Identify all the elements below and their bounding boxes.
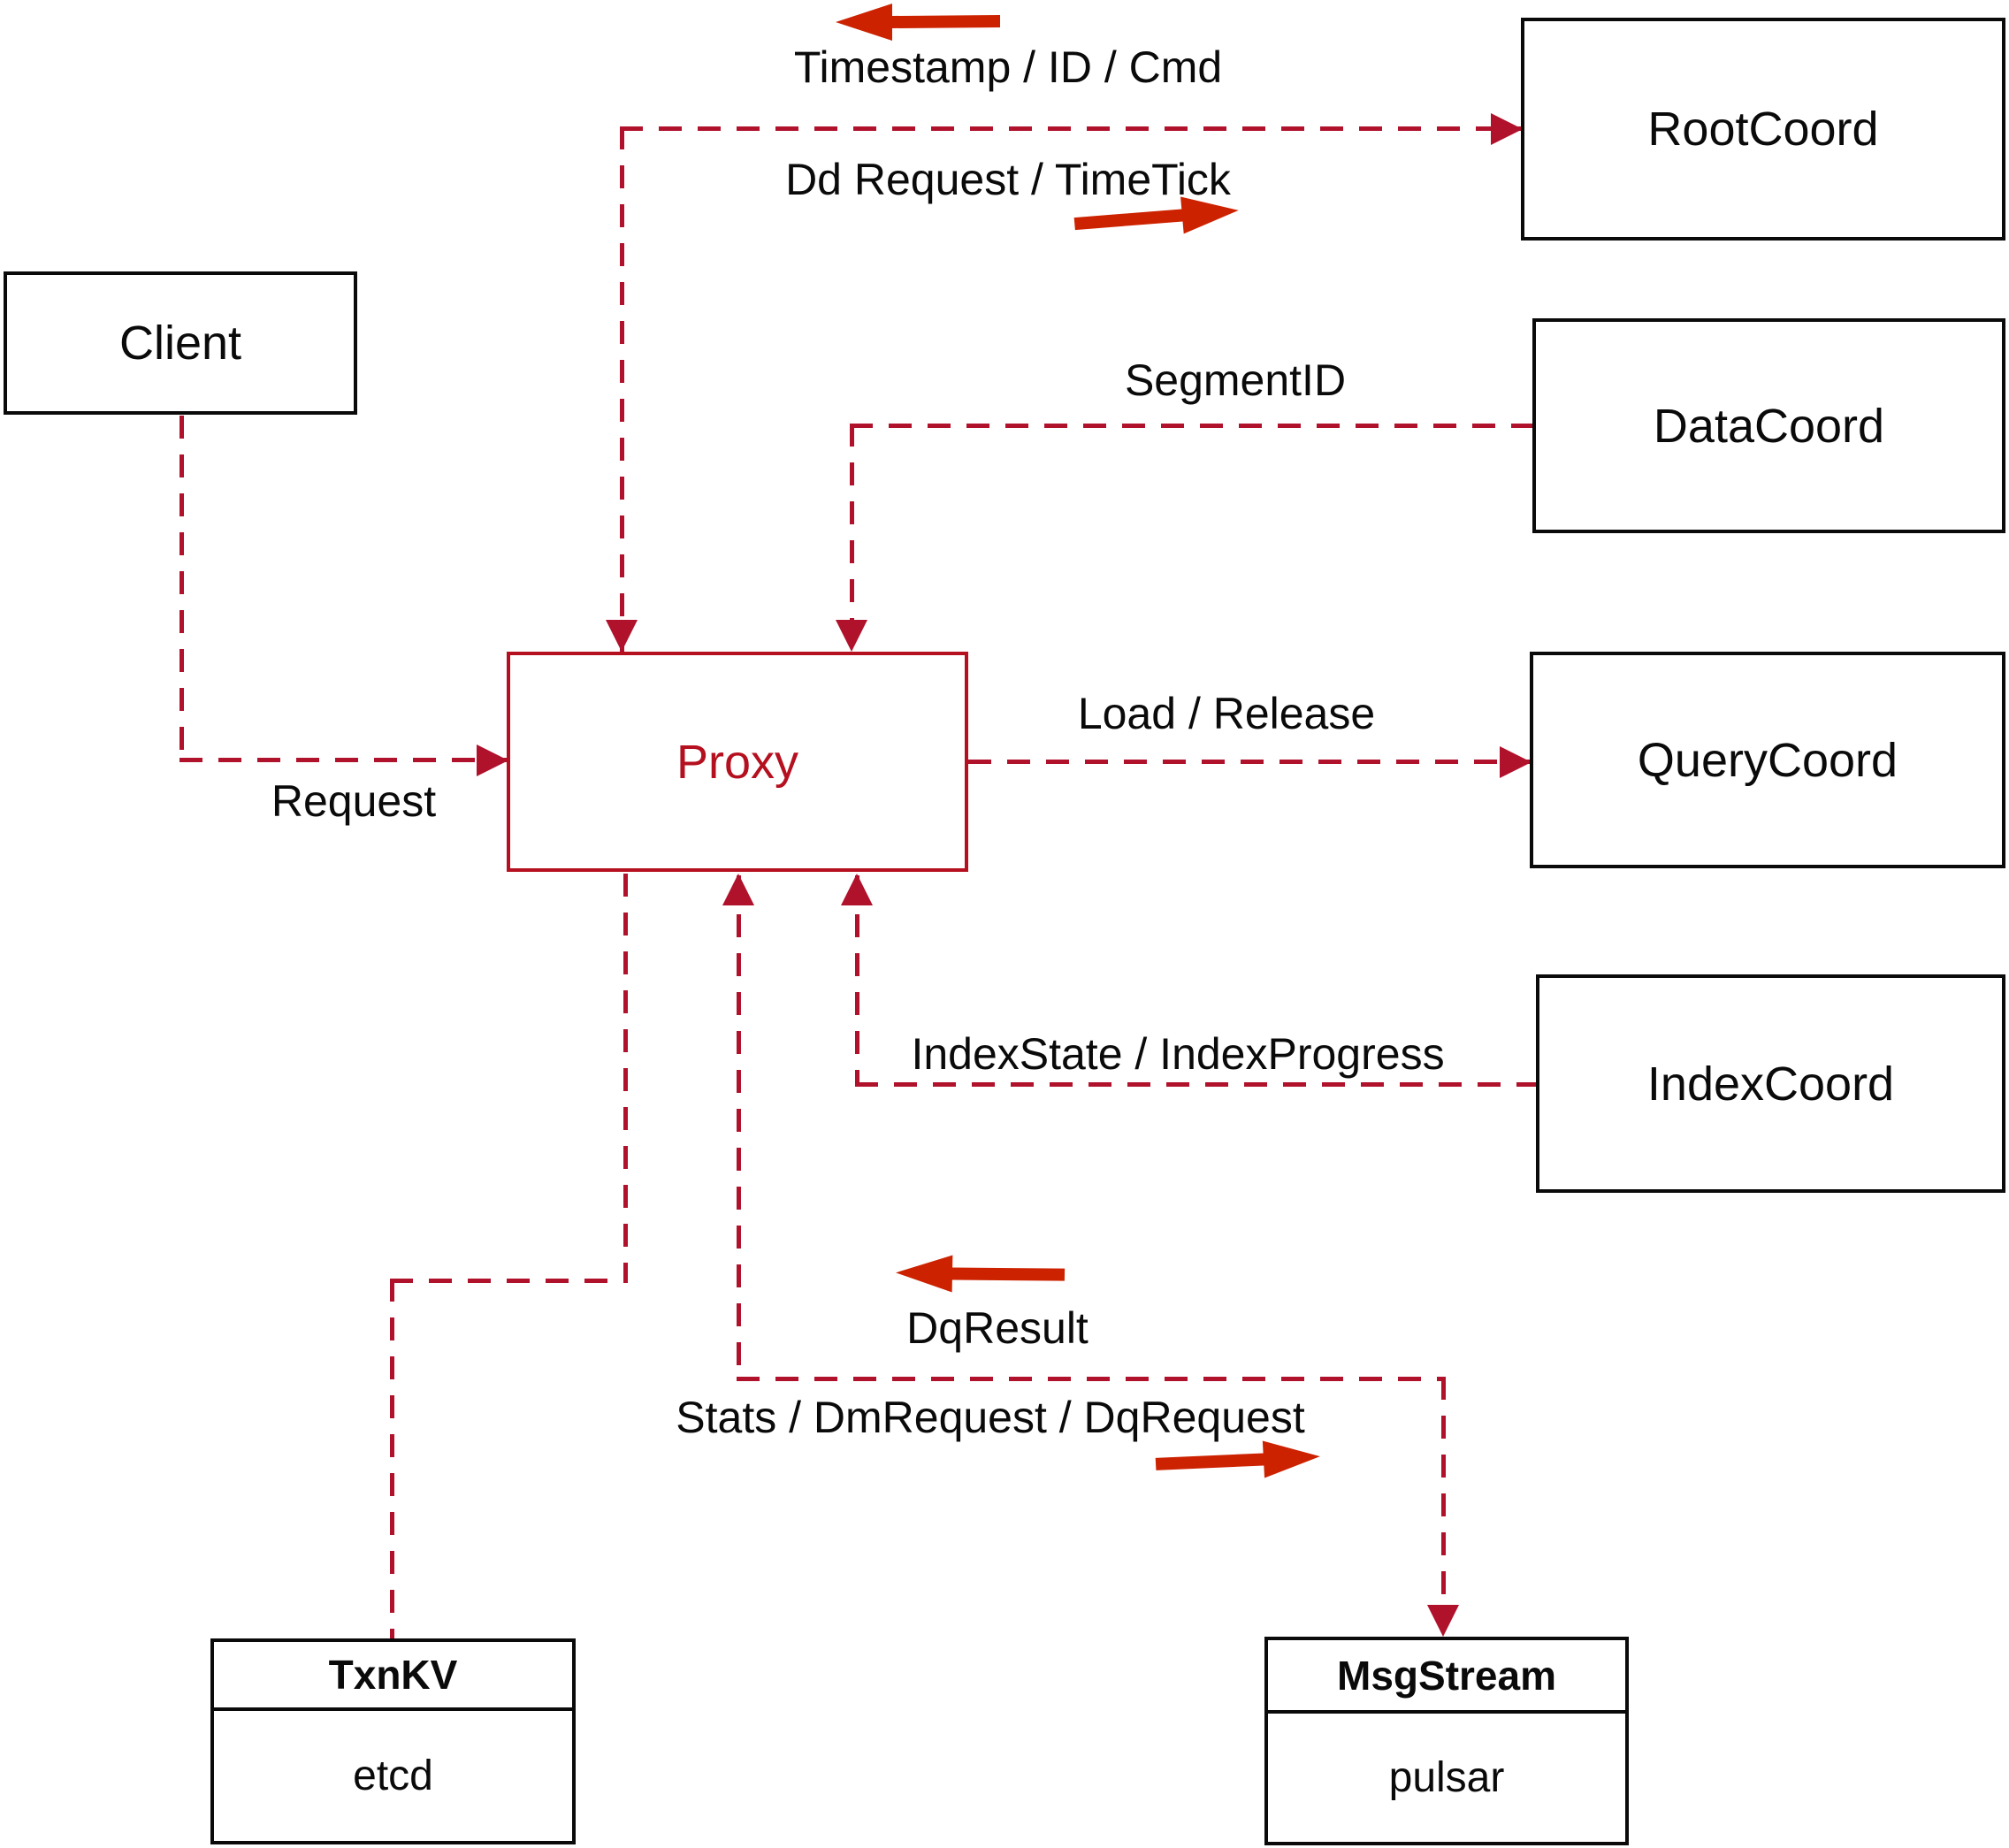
edge-proxy-txnkv-vertical-upper: [623, 874, 628, 1280]
node-txnkv: TxnKV etcd: [210, 1638, 576, 1844]
edge-datacoord-proxy-vertical: [850, 424, 854, 652]
node-txnkv-title: TxnKV: [214, 1642, 572, 1711]
node-indexcoord: IndexCoord: [1536, 974, 2005, 1193]
edge-label-load-release: Load / Release: [1077, 689, 1376, 738]
arrowhead-into-msgstream: [1427, 1605, 1459, 1637]
arrowhead-into-proxy-left: [477, 745, 508, 776]
edge-proxy-txnkv-vertical-lower: [390, 1279, 394, 1638]
edge-client-proxy-vertical: [180, 416, 184, 758]
arrowhead-into-proxy-top-right: [836, 620, 867, 652]
edge-datacoord-proxy-horizontal: [850, 424, 1532, 428]
node-msgstream-subtitle: pulsar: [1388, 1754, 1505, 1801]
edge-proxy-msgstream-vertical-upper: [737, 875, 741, 1377]
node-msgstream: MsgStream pulsar: [1264, 1637, 1629, 1845]
flow-left-arrow-dqresult-icon: [894, 1253, 1067, 1294]
edge-label-dd-request-timetick: Dd Request / TimeTick: [785, 155, 1231, 204]
edge-indexcoord-proxy-vertical: [855, 875, 859, 1082]
arrowhead-into-proxy-bottom-right: [841, 874, 873, 905]
edge-proxy-msgstream-vertical-lower: [1441, 1377, 1446, 1607]
edge-label-index-state-progress: IndexState / IndexProgress: [911, 1029, 1445, 1079]
flow-left-arrow-timestamp-icon: [834, 3, 1002, 42]
edge-proxy-querycoord-horizontal: [968, 760, 1530, 764]
edge-label-segment-id: SegmentID: [1124, 355, 1347, 405]
edge-label-stats-dm-dq: Stats / DmRequest / DqRequest: [676, 1393, 1305, 1442]
node-querycoord-label: QueryCoord: [1637, 733, 1898, 787]
node-datacoord: DataCoord: [1532, 318, 2005, 533]
arrowhead-into-proxy-bottom-left: [722, 874, 754, 905]
edge-proxy-txnkv-horizontal: [390, 1279, 628, 1283]
node-client-label: Client: [118, 317, 242, 370]
edge-client-proxy-horizontal: [180, 758, 507, 762]
flow-right-arrow-stats-icon: [1153, 1437, 1323, 1485]
node-rootcoord: RootCoord: [1521, 18, 2005, 241]
edge-indexcoord-proxy-horizontal: [855, 1082, 1536, 1087]
node-datacoord-label: DataCoord: [1653, 399, 1885, 453]
node-proxy: Proxy: [507, 652, 968, 872]
flow-right-arrow-ddrequest-icon: [1071, 191, 1241, 244]
edge-proxy-msgstream-horizontal: [737, 1377, 1444, 1381]
node-indexcoord-label: IndexCoord: [1646, 1057, 1895, 1111]
edge-label-timestamp-id-cmd: Timestamp / ID / Cmd: [793, 42, 1223, 92]
node-proxy-label: Proxy: [676, 735, 799, 789]
node-rootcoord-label: RootCoord: [1647, 103, 1879, 156]
node-msgstream-title: MsgStream: [1268, 1640, 1625, 1714]
edge-proxy-rootcoord-vertical: [620, 126, 624, 652]
arrowhead-into-rootcoord: [1491, 113, 1523, 145]
node-txnkv-subtitle: etcd: [353, 1753, 433, 1799]
node-client: Client: [4, 271, 357, 415]
arrowhead-into-querycoord: [1500, 746, 1532, 778]
edge-label-dq-result: DqResult: [906, 1303, 1089, 1353]
arrowhead-into-proxy-top-left: [606, 620, 638, 652]
node-querycoord: QueryCoord: [1530, 652, 2005, 868]
edge-proxy-rootcoord-horizontal: [620, 126, 1521, 131]
edge-label-request: Request: [271, 776, 437, 826]
